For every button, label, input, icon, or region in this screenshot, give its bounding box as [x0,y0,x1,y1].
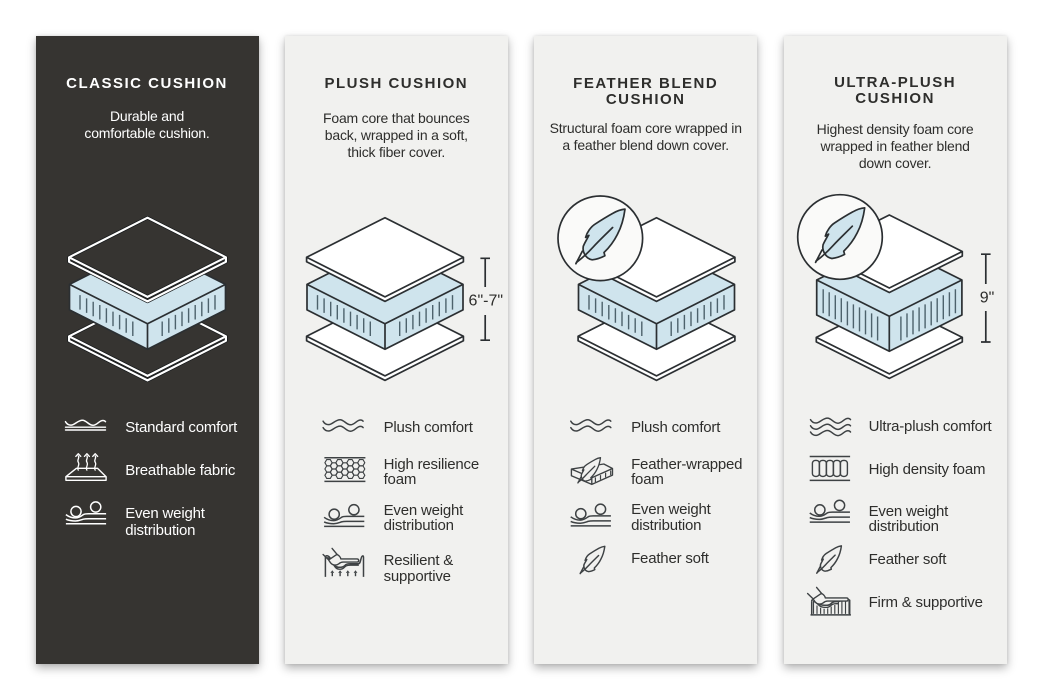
svg-text:6"-7": 6"-7" [469,293,503,310]
svg-text:9": 9" [980,290,995,307]
